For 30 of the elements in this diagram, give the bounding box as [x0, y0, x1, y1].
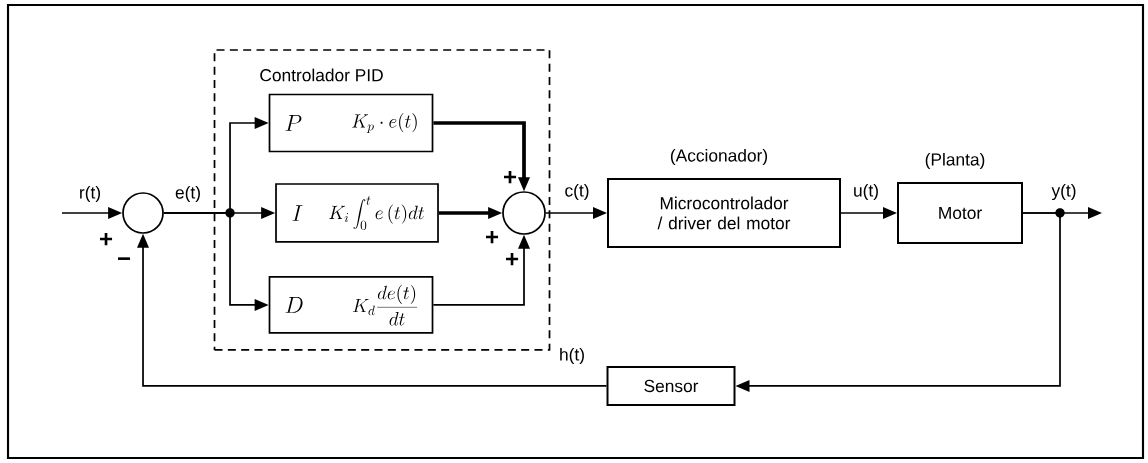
arrow: [432, 234, 530, 306]
sign-label: +: [100, 232, 113, 246]
edge-label: r(t): [77, 184, 103, 204]
term-box: $P$ $K_p \cdot e(t)$: [268, 93, 434, 153]
edge-label: u(t): [851, 182, 881, 202]
sign-label: +: [504, 170, 517, 184]
block-box: Microcontrolador / driver del motor: [607, 178, 841, 248]
block-heading: (Planta): [925, 152, 985, 170]
arrow: [433, 121, 530, 192]
edge-label: e(t): [173, 184, 203, 204]
edge-label: h(t): [557, 346, 587, 366]
sign-label: +: [486, 230, 499, 244]
arrow: [840, 207, 897, 219]
block-box: Sensor: [606, 366, 736, 406]
block-box: Motor: [897, 182, 1023, 244]
arrow: [545, 207, 607, 219]
sign-label: −: [118, 257, 131, 260]
arrow: [735, 212, 1061, 392]
edge-label: y(t): [1050, 182, 1078, 202]
arrow: [61, 207, 123, 219]
arrow: [163, 212, 269, 311]
edge-label: c(t): [563, 182, 591, 202]
block-heading: (Accionador): [670, 148, 768, 166]
term-box: $D$ $K_d \frac{de(t)}{dt}$: [268, 276, 434, 334]
summing-junction: [502, 191, 546, 235]
arrow: [438, 207, 503, 219]
summing-junction: [122, 192, 164, 234]
term-box: $I$ $K_i \int_0^t e\,(t)dt$: [275, 183, 439, 243]
arrow: [137, 233, 608, 387]
sign-label: +: [506, 252, 519, 266]
